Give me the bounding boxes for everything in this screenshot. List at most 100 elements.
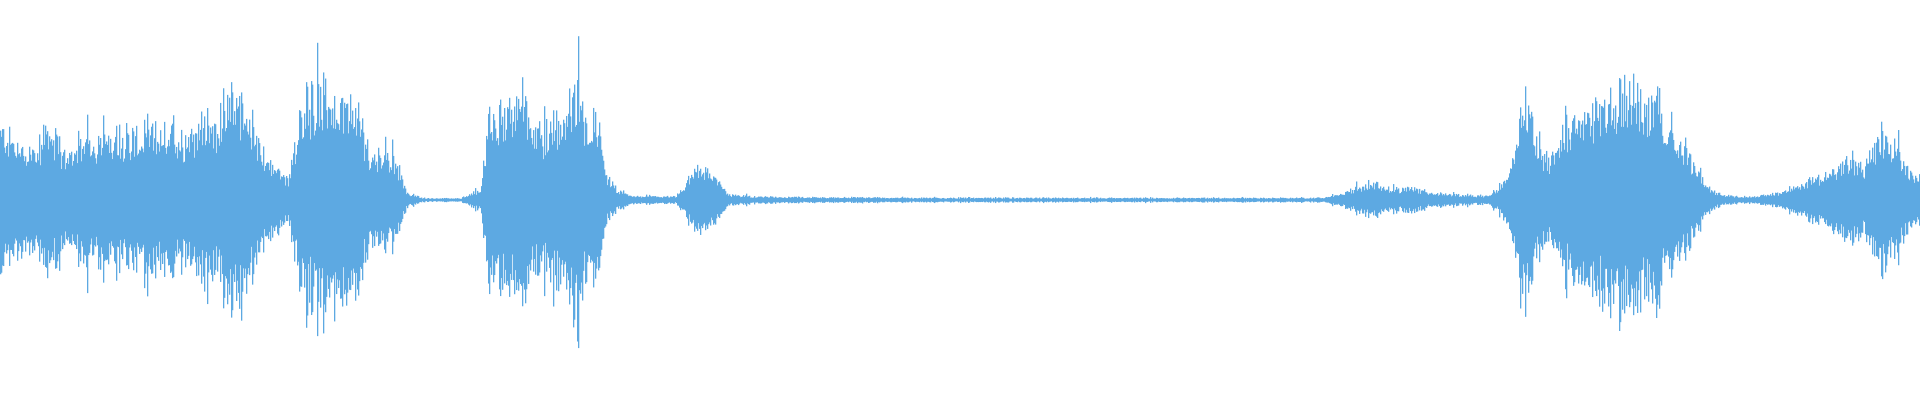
waveform-sample bbox=[240, 140, 242, 266]
waveform-sample bbox=[584, 145, 586, 252]
waveform-sample bbox=[1670, 130, 1672, 259]
waveform-sample bbox=[1671, 111, 1673, 278]
waveform-sample bbox=[511, 109, 513, 280]
waveform-sample bbox=[1623, 126, 1625, 280]
waveform-sample bbox=[383, 162, 385, 234]
waveform-sample bbox=[28, 161, 30, 242]
waveform-sample bbox=[554, 141, 556, 251]
waveform-sample bbox=[147, 113, 149, 297]
waveform-sample bbox=[245, 125, 247, 269]
waveform-sample bbox=[1613, 108, 1615, 304]
waveform-sample bbox=[361, 129, 363, 269]
waveform-sample bbox=[141, 146, 143, 252]
waveform-sample bbox=[1815, 178, 1817, 223]
waveform-sample bbox=[716, 179, 718, 219]
waveform-sample bbox=[715, 177, 717, 225]
waveform-sample bbox=[51, 139, 53, 258]
waveform-sample bbox=[188, 137, 190, 256]
waveform-sample bbox=[29, 146, 31, 256]
waveform-sample bbox=[701, 176, 703, 226]
waveform-sample bbox=[77, 163, 79, 235]
waveform-sample bbox=[497, 138, 499, 259]
waveform-sample bbox=[505, 140, 507, 270]
waveform-sample bbox=[1594, 121, 1596, 281]
waveform-sample bbox=[1669, 132, 1671, 270]
waveform-sample bbox=[705, 167, 707, 231]
waveform-sample bbox=[516, 96, 518, 291]
waveform-sample bbox=[1872, 147, 1874, 255]
waveform-sample bbox=[1679, 145, 1681, 261]
waveform-sample bbox=[1852, 150, 1854, 246]
waveform-sample bbox=[267, 162, 269, 236]
waveform-sample bbox=[330, 109, 332, 278]
waveform-sample bbox=[558, 120, 560, 292]
waveform-sample bbox=[1495, 193, 1497, 208]
waveform-sample bbox=[1825, 171, 1827, 225]
waveform-sample bbox=[1570, 150, 1572, 254]
waveform-sample bbox=[128, 134, 130, 270]
waveform-sample bbox=[74, 153, 76, 245]
waveform-sample bbox=[297, 144, 299, 266]
waveform-sample bbox=[1634, 108, 1636, 289]
waveform-sample bbox=[532, 144, 534, 247]
waveform-sample bbox=[1853, 159, 1855, 243]
waveform-sample bbox=[174, 144, 176, 264]
waveform-sample bbox=[8, 156, 10, 245]
waveform-sample bbox=[180, 151, 182, 252]
waveform-sample bbox=[1890, 144, 1892, 258]
waveform-sample bbox=[1412, 190, 1414, 212]
waveform-sample bbox=[306, 82, 308, 328]
waveform-sample bbox=[1694, 166, 1696, 237]
waveform-sample bbox=[182, 147, 184, 258]
waveform-sample bbox=[1359, 187, 1361, 214]
waveform-sample bbox=[1599, 104, 1601, 307]
waveform-sample bbox=[15, 155, 17, 239]
waveform-sample bbox=[1880, 155, 1882, 248]
waveform-sample bbox=[334, 95, 336, 322]
waveform-sample bbox=[17, 142, 19, 261]
waveform-sample bbox=[78, 130, 80, 267]
waveform-sample bbox=[1577, 134, 1579, 267]
waveform-sample bbox=[1567, 152, 1569, 244]
waveform-sample bbox=[239, 95, 241, 309]
waveform-sample bbox=[1614, 128, 1616, 281]
waveform-sample bbox=[314, 135, 316, 264]
waveform-sample bbox=[1568, 128, 1570, 270]
waveform-sample bbox=[1560, 140, 1562, 258]
waveform-sample bbox=[152, 123, 154, 274]
waveform-sample bbox=[33, 150, 35, 247]
waveform-sample bbox=[21, 148, 23, 259]
waveform-sample bbox=[126, 123, 128, 266]
waveform-sample bbox=[1547, 170, 1549, 232]
waveform-sample bbox=[1529, 114, 1531, 282]
waveform-sample bbox=[1677, 150, 1679, 257]
waveform-sample bbox=[1715, 195, 1717, 206]
waveform-sample bbox=[1598, 121, 1600, 290]
waveform-sample bbox=[20, 156, 22, 247]
waveform-sample bbox=[286, 175, 288, 221]
waveform-sample bbox=[1551, 155, 1553, 240]
waveform-sample bbox=[550, 121, 552, 283]
waveform-sample bbox=[184, 161, 186, 241]
waveform-sample bbox=[506, 129, 508, 286]
waveform-sample bbox=[294, 142, 296, 262]
waveform-sample bbox=[235, 124, 237, 265]
waveform-sample bbox=[575, 126, 577, 283]
waveform-sample bbox=[612, 181, 614, 217]
waveform-sample bbox=[63, 152, 65, 244]
waveform-sample bbox=[133, 131, 135, 271]
waveform-sample bbox=[1630, 104, 1632, 303]
waveform-sample bbox=[536, 148, 538, 245]
waveform-sample bbox=[513, 121, 515, 281]
waveform-sample bbox=[225, 131, 227, 277]
waveform-sample bbox=[372, 157, 374, 248]
waveform-sample bbox=[382, 165, 384, 241]
waveform-sample bbox=[677, 193, 679, 206]
waveform-sample bbox=[261, 161, 263, 237]
waveform-sample bbox=[170, 133, 172, 273]
waveform-sample bbox=[313, 115, 315, 287]
waveform-sample bbox=[319, 126, 321, 269]
waveform-sample bbox=[1654, 100, 1656, 286]
